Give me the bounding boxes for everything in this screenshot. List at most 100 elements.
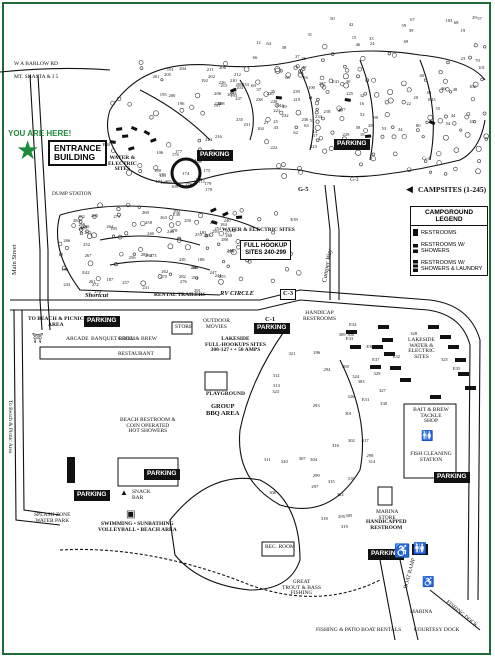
tree <box>276 163 282 169</box>
legend-label: RESTROOMS W/ SHOWERS <box>421 242 465 255</box>
campsite-number: 26 <box>301 56 306 62</box>
campsite-number: 216 <box>214 133 222 139</box>
campsite-number: 227 <box>318 80 326 86</box>
campsite-number: 286 <box>209 219 217 225</box>
campsite-number: E40 <box>102 142 110 148</box>
campsite-number: 110 <box>194 159 202 165</box>
entrance-label-2: BUILDING <box>54 151 96 162</box>
site-bar <box>455 358 466 362</box>
campsite-number: 198 <box>217 100 225 106</box>
lfh-1: LAKESIDE <box>221 336 250 342</box>
tree <box>371 77 377 83</box>
campsite-number: 283 <box>140 252 148 258</box>
marina-store-2: STORE <box>378 514 396 521</box>
shortcut-label: Shortcut <box>85 292 109 299</box>
tree <box>279 69 283 73</box>
campsite-number: 20 <box>413 94 418 100</box>
tree <box>117 96 122 101</box>
arcade-label: ARCADE <box>66 336 89 342</box>
tree <box>197 138 202 143</box>
splash-zone-1: SPLASH ZONE <box>34 512 71 518</box>
hr-1: HANDICAPPED <box>366 519 407 525</box>
tree <box>445 87 450 92</box>
tree <box>444 172 448 176</box>
tree <box>179 107 185 113</box>
campsite-number: 257 <box>122 279 130 285</box>
campsite-number: 22 <box>406 100 411 106</box>
campsite-number: 219 <box>293 96 301 102</box>
tree <box>343 64 347 69</box>
campsite-number: 295 <box>338 514 345 520</box>
tree <box>384 100 389 105</box>
bait-3: SHOP <box>423 418 439 424</box>
campsite-number: 106 <box>156 149 164 155</box>
campsite-number: 15 <box>351 35 357 41</box>
tree <box>319 75 325 81</box>
campsite-number: 221 <box>273 107 281 113</box>
swim-2: VOLLEYBALL • BEACH AREA <box>98 526 177 533</box>
tree <box>116 207 121 212</box>
campsite-number: 225 <box>346 91 354 97</box>
tree <box>363 91 368 96</box>
tree <box>483 45 487 49</box>
campsite-number: 248 <box>167 229 174 235</box>
picnic-table-icon: ⛩ <box>32 333 44 343</box>
bait-1: BAIT & BREW <box>413 407 449 413</box>
lwe-1: LAKESIDE <box>408 337 435 343</box>
campsite-number: 245 <box>84 229 92 235</box>
campsite-number: E42 <box>82 270 90 276</box>
west-road-label: W A BARLOW RD <box>14 61 58 67</box>
snack-bar-2: BAR <box>132 494 144 501</box>
site-bar <box>370 365 381 369</box>
campsite-number: 206 <box>214 90 222 96</box>
site-bar <box>465 386 476 390</box>
parking-spur <box>130 126 138 132</box>
tree <box>79 227 84 232</box>
campsite-number: 188 <box>197 256 205 262</box>
campsite-number: 327 <box>378 388 386 394</box>
turnaround-circle <box>170 157 202 189</box>
parking-spur <box>428 119 436 126</box>
tree <box>131 222 137 227</box>
tree <box>472 81 479 88</box>
campsite-number: 46 <box>355 41 361 47</box>
campsite-number: 45 <box>337 108 343 114</box>
campsite-number: 24 <box>369 40 375 46</box>
tree <box>200 110 205 116</box>
trout-2: TROUT & BASS <box>282 584 322 591</box>
tree <box>343 82 350 89</box>
tree <box>328 78 334 84</box>
campsite-number: 47 <box>301 65 307 71</box>
bait-2: TACKLE <box>420 412 442 419</box>
restaurant-label: RESTAURANT <box>118 351 154 357</box>
campsite-number: 17 <box>312 132 318 138</box>
great-trout-label: GREAT TROUT & BASS FISHING <box>282 579 322 597</box>
tree <box>314 110 319 115</box>
campsite-number: 35 <box>270 89 276 95</box>
campsite-number: 292 <box>173 209 180 215</box>
tree <box>406 87 412 93</box>
campsite-number: 181 <box>159 172 167 178</box>
swimmer-icon: ▣ <box>126 509 136 520</box>
campsite-number: 277 <box>224 230 232 236</box>
tree <box>168 272 173 276</box>
site-bar <box>430 395 441 399</box>
tree <box>87 260 94 267</box>
site-bar <box>350 345 361 349</box>
parking-spur <box>365 134 372 138</box>
campsite-number: 264 <box>106 224 114 230</box>
tree <box>297 71 304 78</box>
handicapped-restroom-label: HANDICAPPED RESTROOM <box>366 519 407 531</box>
campsite-number: 238 <box>255 96 263 102</box>
campsite-number: 30 <box>345 79 351 84</box>
courtesy-dock-label: COURTESY DOCK <box>414 627 460 633</box>
tree <box>342 73 349 80</box>
campsite-number: 278 <box>170 227 178 233</box>
campsite-number: 294 <box>323 367 331 373</box>
campsite-number: 54 <box>445 120 451 126</box>
tree <box>271 230 276 235</box>
parking-spur <box>210 220 218 225</box>
tree <box>475 168 481 175</box>
campsite-number: 212 <box>233 72 241 78</box>
